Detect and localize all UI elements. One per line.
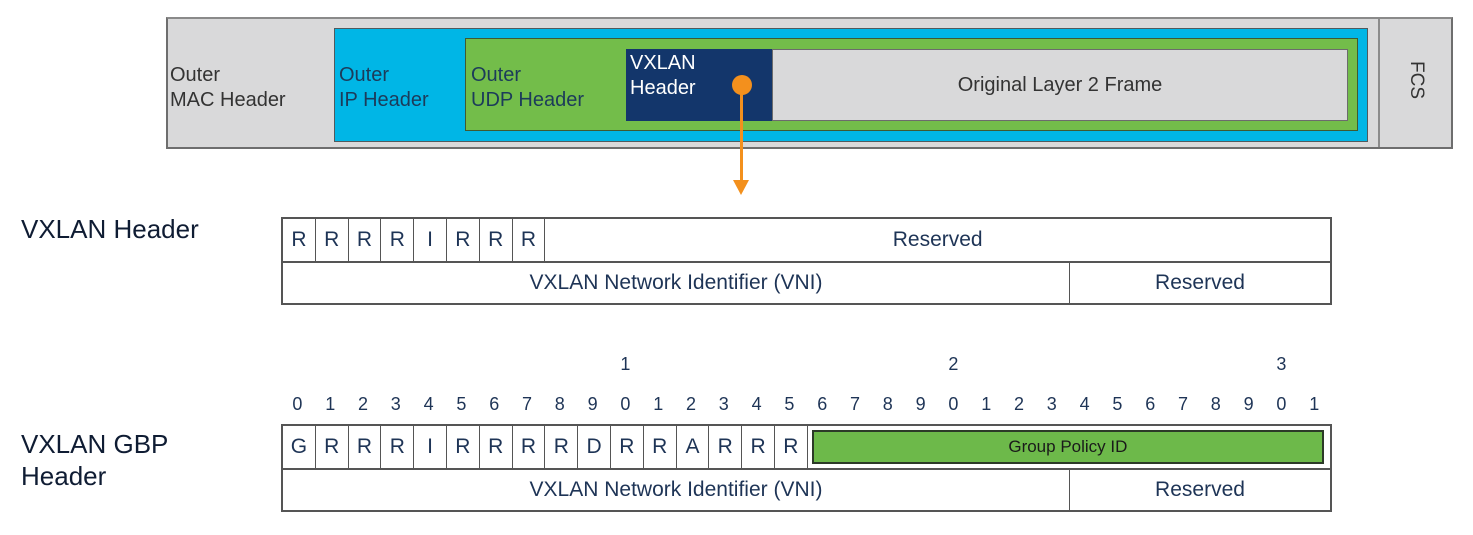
flag-bit: R <box>611 426 644 468</box>
fcs-divider <box>1378 19 1380 147</box>
bit-number-tens-digit: 1 <box>620 354 631 374</box>
vni-field: VXLAN Network Identifier (VNI) <box>283 263 1070 303</box>
bit-number: 6 <box>817 394 828 414</box>
flag-bit: R <box>775 426 808 468</box>
flag-bit: R <box>644 426 677 468</box>
flag-bit: I <box>414 426 447 468</box>
flag-bit: R <box>480 219 513 261</box>
flag-bit: R <box>513 426 546 468</box>
flag-bit: R <box>709 426 743 468</box>
vni-field: VXLAN Network Identifier (VNI) <box>283 470 1070 510</box>
vxlan-header-row-vni: VXLAN Network Identifier (VNI) Reserved <box>283 261 1330 303</box>
flag-bit: D <box>578 426 611 468</box>
bit-number: 3 <box>718 394 729 414</box>
flag-bit: R <box>480 426 513 468</box>
bit-number: 6 <box>1145 394 1156 414</box>
group-policy-id-label: Group Policy ID <box>811 430 1324 464</box>
group-policy-id-field: Group Policy ID <box>808 426 1330 468</box>
bit-number: 5 <box>784 394 795 414</box>
outer-ip-header: Outer IP Header Outer UDP Header VXLAN H… <box>334 28 1368 142</box>
flag-bit: R <box>349 426 382 468</box>
flag-bit: R <box>349 219 382 261</box>
flag-bit: R <box>316 219 349 261</box>
bit-number: 3 <box>390 394 401 414</box>
bit-number: 1 <box>325 394 336 414</box>
bit-number-tens: 1 2 3 <box>281 354 1332 378</box>
bit-number: 7 <box>1177 394 1188 414</box>
reserved-field: Reserved <box>1155 478 1245 501</box>
bit-number: 0 <box>292 394 303 414</box>
gbp-header-title: VXLAN GBP Header <box>21 429 169 491</box>
flag-bit: R <box>447 426 480 468</box>
bit-number: 6 <box>489 394 500 414</box>
bit-number: 4 <box>751 394 762 414</box>
bit-number: 2 <box>685 394 696 414</box>
flag-bit: R <box>381 219 415 261</box>
flag-bit: R <box>513 219 546 261</box>
bit-number: 4 <box>423 394 434 414</box>
bit-number-tens-digit: 3 <box>1276 354 1287 374</box>
bit-number-ones: 0 1 2 3 4 5 6 7 8 9 0 1 2 3 4 5 6 7 8 9 0 1 2 3 4 5 6 7 8 9 0 1 <box>281 394 1332 418</box>
fcs-label: FCS <box>1406 61 1427 99</box>
outer-udp-header: Outer UDP Header VXLAN Header Original L… <box>465 38 1358 131</box>
bit-number: 2 <box>1013 394 1024 414</box>
bit-number: 0 <box>1276 394 1287 414</box>
bit-number: 1 <box>653 394 664 414</box>
bit-number: 0 <box>948 394 959 414</box>
flag-bit: R <box>316 426 349 468</box>
bit-number: 9 <box>1243 394 1254 414</box>
bit-number: 1 <box>1309 394 1320 414</box>
bit-number: 1 <box>981 394 992 414</box>
bit-number: 0 <box>620 394 631 414</box>
bit-number: 2 <box>357 394 368 414</box>
original-layer2-frame: Original Layer 2 Frame <box>772 49 1348 121</box>
encapsulated-frame: Outer MAC Header Outer IP Header Outer U… <box>166 17 1453 149</box>
bit-number: 9 <box>915 394 926 414</box>
callout-dot-icon <box>732 75 752 95</box>
bit-number: 8 <box>554 394 565 414</box>
flag-bit: I <box>414 219 447 261</box>
outer-mac-header-label: Outer MAC Header <box>170 64 286 111</box>
bit-number: 8 <box>882 394 893 414</box>
bit-number: 7 <box>521 394 532 414</box>
outer-udp-header-label: Outer UDP Header <box>471 64 585 111</box>
flag-bit: R <box>742 426 775 468</box>
arrow-down-icon <box>733 180 749 195</box>
bit-number: 8 <box>1210 394 1221 414</box>
flag-bit: G <box>283 426 316 468</box>
bit-number: 4 <box>1079 394 1090 414</box>
bit-number: 3 <box>1046 394 1057 414</box>
bit-number: 7 <box>849 394 860 414</box>
bit-number: 5 <box>456 394 467 414</box>
flag-bit: A <box>677 426 710 468</box>
gbp-header-row-vni: VXLAN Network Identifier (VNI) Reserved <box>283 468 1330 510</box>
reserved-field: Reserved <box>1155 271 1245 294</box>
vxlan-header-block-label: VXLAN Header <box>630 52 696 99</box>
flag-bit: R <box>447 219 480 261</box>
vxlan-header-title: VXLAN Header <box>21 214 199 244</box>
flag-bit: R <box>381 426 415 468</box>
callout-arrow-line <box>740 90 743 182</box>
bit-number: 5 <box>1112 394 1123 414</box>
outer-ip-header-label: Outer IP Header <box>339 64 429 111</box>
flag-bit: R <box>545 426 579 468</box>
flag-bit: R <box>283 219 316 261</box>
bit-number-tens-digit: 2 <box>948 354 959 374</box>
bit-number: 9 <box>587 394 598 414</box>
reserved-field: Reserved <box>892 228 983 251</box>
